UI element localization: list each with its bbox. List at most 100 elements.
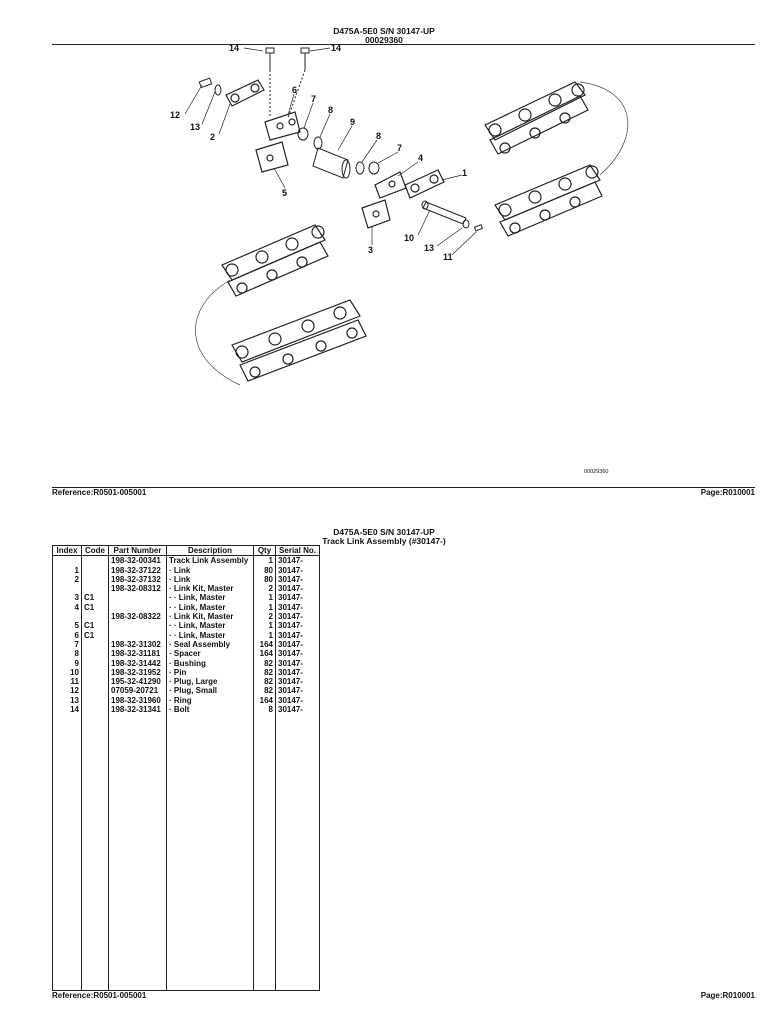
cell-description: · Link (166, 565, 254, 575)
cell-part-number: 198-32-08322 (108, 612, 167, 622)
callout-14-left: 14 (229, 43, 239, 53)
parts-table-header-row: Index Code Part Number Description Qty S… (52, 544, 320, 557)
master-link-6 (264, 111, 301, 141)
cell-index (52, 555, 82, 566)
cell-code (81, 695, 109, 706)
cell-description: · Bushing (166, 658, 254, 668)
cell-qty: 80 (253, 565, 276, 575)
chain-segment-lower-left (231, 299, 367, 382)
cell-serial: 30147- (275, 695, 320, 706)
cell-qty: 1 (253, 593, 276, 603)
page2-header-title: Track Link Assembly (#30147-) (322, 536, 446, 546)
callout-1: 1 (462, 168, 467, 178)
cell-qty: 2 (253, 584, 276, 594)
link-1 (404, 169, 445, 199)
cell-code (81, 667, 109, 678)
page1-footer-rule (52, 487, 755, 488)
cell-description: · Link (166, 574, 254, 585)
cell-serial: 30147- (275, 630, 320, 640)
cell-index: 1 (52, 565, 82, 575)
cell-part-number: 198-32-37132 (108, 574, 167, 585)
cell-serial: 30147- (275, 593, 320, 603)
callout-13-lower: 13 (424, 243, 434, 253)
cell-qty: 164 (253, 639, 276, 650)
cell-part-number (108, 593, 167, 603)
master-link-4 (374, 171, 407, 199)
callout-14-right: 14 (331, 43, 341, 53)
col-header-code: Code (81, 544, 109, 557)
cell-index: 3 (52, 593, 82, 603)
cell-index: 5 (52, 621, 82, 631)
chain-segment-upper-right (484, 81, 589, 155)
callout-10: 10 (404, 233, 414, 243)
cell-index: 12 (52, 686, 82, 696)
cell-index (52, 612, 82, 622)
cell-serial: 30147- (275, 555, 320, 566)
seal-lower (368, 161, 380, 175)
cell-part-number: 198-32-37122 (108, 565, 167, 575)
cell-description: · Bolt (166, 705, 254, 715)
col-header-serial: Serial No. (275, 544, 320, 557)
cell-serial: 30147- (275, 565, 320, 575)
cell-qty: 164 (253, 649, 276, 659)
callout-8-upper: 8 (328, 105, 333, 115)
spacer-lower (355, 161, 365, 175)
cell-serial: 30147- (275, 602, 320, 613)
cell-description: · Plug, Small (166, 686, 254, 696)
cell-description: · Spacer (166, 649, 254, 659)
cell-description: · Plug, Large (166, 677, 254, 687)
callout-7-lower: 7 (397, 143, 402, 153)
spacer-upper (313, 136, 323, 150)
page2-page-number: Page:R010001 (700, 991, 755, 1000)
cell-description: · Link Kit, Master (166, 612, 254, 622)
cell-description: · Link Kit, Master (166, 584, 254, 594)
cell-code: C1 (81, 602, 109, 613)
cell-serial: 30147- (275, 649, 320, 659)
cell-description: · · Link, Master (166, 602, 254, 613)
page1-header-rule (52, 44, 755, 45)
callout-11: 11 (443, 252, 453, 262)
col-header-index: Index (52, 544, 82, 557)
callout-3: 3 (368, 245, 373, 255)
cell-qty: 82 (253, 677, 276, 687)
cell-code (81, 649, 109, 659)
track-loop-right (579, 81, 629, 176)
ring-lower (462, 219, 470, 229)
page2-reference: Reference:R0501-005001 (52, 991, 147, 1000)
cell-description: · Ring (166, 695, 254, 706)
cell-qty: 1 (253, 630, 276, 640)
cell-code (81, 565, 109, 575)
page1-reference: Reference:R0501-005001 (52, 488, 147, 497)
cell-code (81, 584, 109, 594)
cell-part-number: 198-32-00341 (108, 555, 167, 566)
chain-segment-right (494, 164, 603, 237)
cell-code: C1 (81, 621, 109, 631)
seal-upper (297, 127, 309, 141)
cell-part-number: 198-32-31302 (108, 639, 167, 650)
cell-part-number: 07059-20721 (108, 686, 167, 696)
cell-qty: 164 (253, 695, 276, 706)
cell-code: C1 (81, 630, 109, 640)
cell-index: 13 (52, 695, 82, 706)
cell-part-number: 198-32-31952 (108, 667, 167, 678)
cell-index: 4 (52, 602, 82, 613)
callout-5: 5 (282, 188, 287, 198)
cell-index: 9 (52, 658, 82, 668)
cell-code (81, 574, 109, 585)
cell-qty: 8 (253, 705, 276, 715)
cell-serial: 30147- (275, 667, 320, 678)
cell-part-number (108, 621, 167, 631)
cell-code (81, 658, 109, 668)
cell-qty: 1 (253, 621, 276, 631)
